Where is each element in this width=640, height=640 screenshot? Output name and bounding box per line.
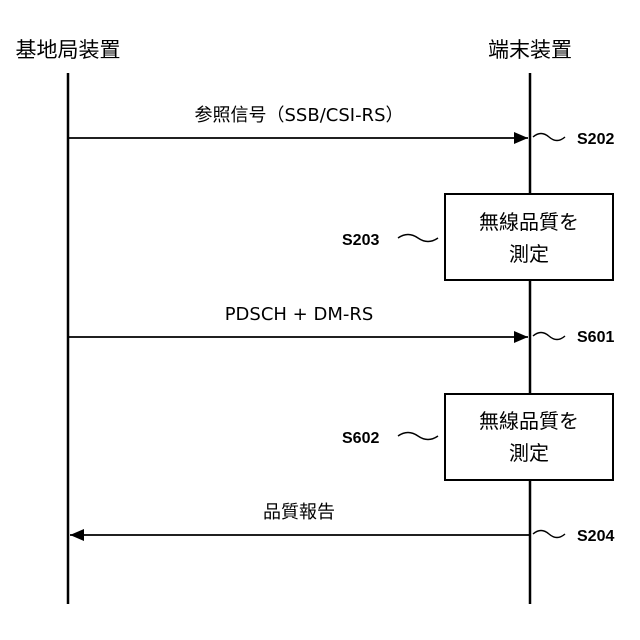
step-leader-s202 bbox=[533, 134, 565, 141]
step-leader-s602 bbox=[398, 433, 438, 440]
process-box-1-line2: 測定 bbox=[509, 242, 549, 266]
step-leader-s601 bbox=[533, 333, 565, 340]
process-box-measure-quality-2 bbox=[445, 394, 613, 480]
step-label-s602: S602 bbox=[342, 430, 379, 447]
step-label-s204: S204 bbox=[577, 528, 614, 545]
step-leader-s203 bbox=[398, 235, 438, 242]
process-box-measure-quality-1 bbox=[445, 194, 613, 280]
step-label-s202: S202 bbox=[577, 131, 614, 148]
process-box-2-line1: 無線品質を bbox=[479, 409, 579, 433]
message-label-reference-signal: 参照信号（SSB/CSI-RS） bbox=[195, 105, 404, 126]
step-label-s601: S601 bbox=[577, 329, 614, 346]
message-label-quality-report: 品質報告 bbox=[263, 502, 335, 523]
message-label-pdsch: PDSCH + DM-RS bbox=[225, 304, 374, 325]
lifeline-label-terminal: 端末装置 bbox=[488, 38, 572, 62]
process-box-1-line1: 無線品質を bbox=[479, 210, 579, 234]
step-leader-s204 bbox=[533, 531, 565, 538]
process-box-2-line2: 測定 bbox=[509, 441, 549, 465]
step-label-s203: S203 bbox=[342, 232, 379, 249]
lifeline-label-base-station: 基地局装置 bbox=[16, 38, 121, 62]
